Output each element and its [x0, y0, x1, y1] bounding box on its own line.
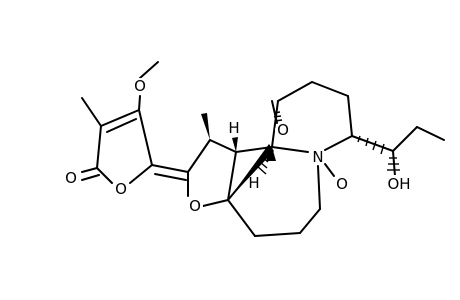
bond-thf-c2-c3 [227, 151, 237, 201]
bond-lactone-o-c2 [96, 167, 113, 184]
hash-carbinol-oh [387, 157, 400, 171]
hash-lower-h [256, 153, 269, 175]
bond-lactone-methyl [81, 97, 102, 127]
lactone-ring-o-label: O [115, 180, 127, 198]
n-oxide-o-label: O [336, 175, 348, 193]
wedge-upper-h [232, 137, 238, 152]
bond-n-oxide [324, 163, 335, 177]
atom-furan-ring-o: O [187, 197, 203, 215]
methoxy-o-label: O [134, 77, 146, 95]
atom-h-upper: H [227, 119, 241, 137]
atom-methoxy-o: O [132, 77, 148, 95]
bond-ch2-ch3 [416, 126, 445, 141]
bond-c5-c4 [311, 81, 349, 97]
bond-carbonyl-2 [81, 174, 100, 181]
bond-c6-carbinol [351, 135, 394, 152]
atom-lactone-ring-o: O [113, 180, 129, 198]
bond-methoxy-o-ch3 [139, 61, 159, 79]
skeleton-bonds [81, 61, 445, 237]
bond-c-b-c-c [299, 208, 321, 234]
bond-c6-c5 [347, 95, 353, 137]
bond-exocyclic-2 [154, 173, 187, 181]
hash-c6-side-chain [357, 135, 385, 155]
bond-bridge-c-o [271, 100, 278, 124]
bond-thf-c3-o [202, 199, 229, 207]
bond-c4-c3 [277, 81, 313, 102]
wedge-thf-methyl [201, 113, 210, 140]
atom-hydroxyl: OH [385, 175, 413, 193]
bond-thf-c-c1 [187, 139, 211, 173]
atom-n-oxide-o: O [334, 175, 350, 193]
atom-n-oxide-n: N [310, 148, 326, 166]
bond-n-c6 [324, 135, 353, 151]
wedge-c3-cq [228, 144, 274, 200]
furan-ring-o-label: O [189, 197, 201, 215]
bond-exocyclic-1 [151, 164, 189, 173]
bond-lactone-c5-o [129, 164, 153, 184]
bond-c2-cq [235, 146, 273, 153]
bond-c-c-n [317, 165, 321, 210]
bond-thf-c1-c2 [209, 139, 237, 153]
atom-carbonyl-o: O [63, 169, 79, 187]
bond-c4-methoxy-o [138, 95, 141, 111]
bond-lactone-c3-c4-inner [106, 118, 137, 133]
bridge-o-label: O [277, 121, 289, 139]
hashed-bonds [256, 111, 400, 175]
bond-lactone-c2-c3 [96, 125, 102, 169]
atom-h-lower: H [247, 174, 261, 192]
bond-c3-c-a [227, 199, 256, 237]
wedge-bonds [201, 113, 276, 200]
n-oxide-n-label: N [312, 148, 323, 166]
bond-lactone-c4-c5 [138, 109, 153, 166]
wedge-cq-bridge [266, 147, 276, 161]
bond-carbinol-ch2 [392, 126, 418, 152]
h-upper-label: H [228, 119, 239, 137]
bond-carbonyl-1 [81, 167, 98, 173]
bond-c-a-c-b [254, 232, 301, 237]
hydroxyl-label: OH [387, 175, 410, 193]
carbonyl-o-label: O [65, 169, 77, 187]
bond-cq-n [271, 146, 309, 153]
bond-c3-cq [271, 100, 279, 148]
hash-bridge-o [273, 111, 283, 122]
bond-lactone-c3-c4 [100, 109, 140, 127]
atom-bridge-o: O [275, 121, 291, 139]
h-lower-label: H [248, 174, 259, 192]
atom-labels: O O O O O N O OH [63, 77, 413, 215]
